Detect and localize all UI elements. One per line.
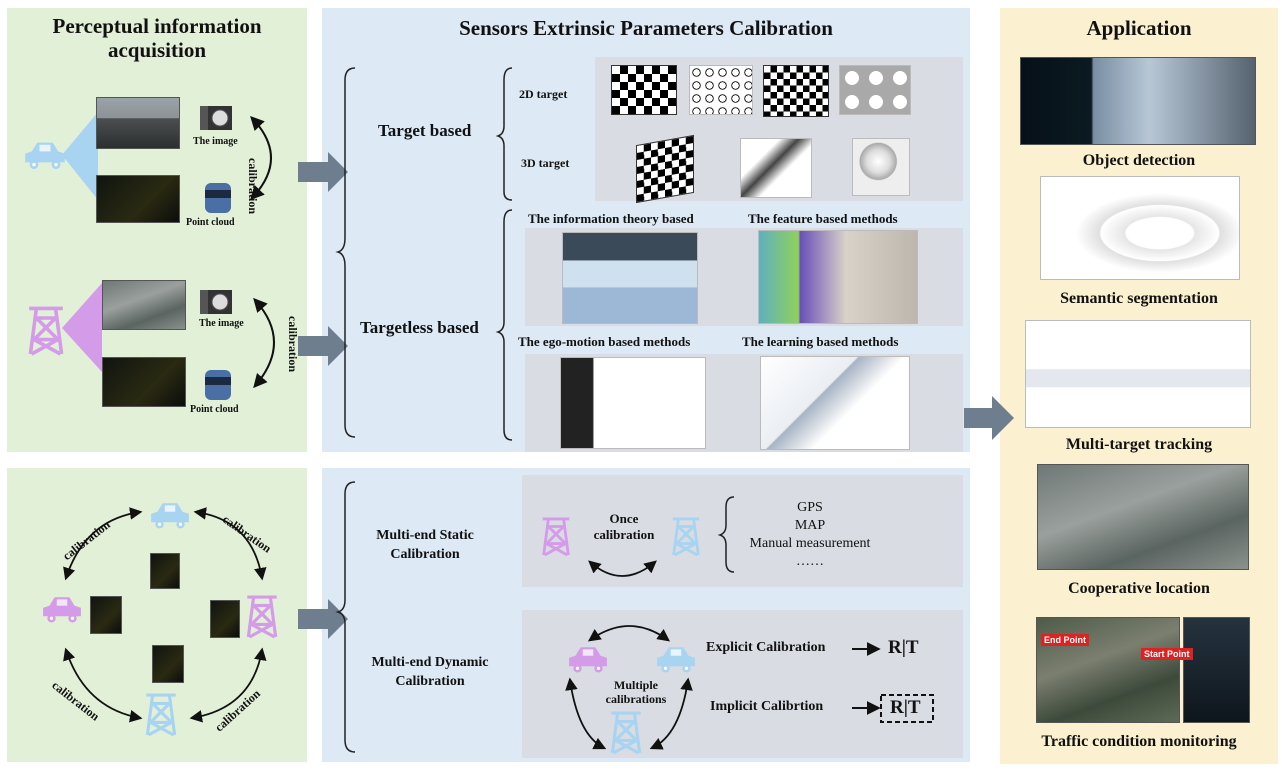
aruco-circle-target (839, 65, 911, 115)
target-brace (495, 67, 513, 201)
multi-end-brace (335, 481, 356, 753)
sources-brace (717, 496, 735, 573)
application-title: Application (1086, 16, 1192, 40)
calibration-arrow-top (250, 115, 272, 201)
app-semantic-segmentation: Semantic segmentation (1060, 290, 1218, 307)
camera-icon-1 (200, 106, 232, 130)
plane-target (740, 138, 812, 198)
camera-image-2 (102, 280, 186, 330)
extrinsic-brace (335, 67, 356, 438)
cooperative-location-image (1037, 464, 1249, 570)
cube-target (636, 134, 694, 204)
arrow-perception-bottom (298, 326, 348, 366)
dynamic-vehicle-left (569, 647, 607, 673)
point-cloud-image-1 (96, 175, 180, 223)
traffic-monitoring-dashboard (1183, 617, 1250, 723)
image-label-2: The image (199, 318, 244, 329)
static-calibration-title: Multi-end Static Calibration (376, 528, 474, 562)
camera-image-1 (96, 97, 180, 149)
map-start-point-label: Start Point (1141, 648, 1193, 660)
app-cooperative-location: Cooperative location (1068, 580, 1210, 597)
dynamic-calibration-title: Multi-end Dynamic Calibration (371, 655, 489, 689)
extrinsic-title: Sensors Extrinsic Parameters Calibration (459, 16, 833, 40)
once-calibration-label: Once calibration (593, 511, 655, 543)
lidar-icon-1 (205, 183, 231, 213)
app-multi-target-tracking: Multi-target tracking (1065, 436, 1213, 453)
circle-point-cloud-right (210, 600, 240, 638)
lidar-icon-2 (205, 370, 231, 400)
circle-vehicle-left (43, 597, 81, 623)
learning-based-image (760, 356, 910, 450)
arrow-application (964, 396, 1014, 440)
feature-based-label: The feature based methods (748, 211, 898, 226)
feature-based-image (758, 230, 918, 324)
explicit-rt: R|T (888, 637, 919, 658)
point-cloud-label-2: Point cloud (190, 404, 239, 415)
learning-based-label: The learning based methods (742, 334, 899, 349)
checkerboard-target (611, 65, 677, 115)
source-gps: GPS (797, 500, 823, 515)
object-detection-image (1020, 57, 1256, 145)
image-label-1: The image (193, 136, 238, 147)
circle-vehicle-top (151, 503, 189, 529)
multi-target-tracking-image (1025, 320, 1251, 428)
information-theory-label: The information theory based (528, 211, 694, 226)
circle-point-cloud-left (90, 596, 122, 634)
sphere-target (852, 138, 910, 196)
vehicle-icon (25, 142, 65, 169)
app-object-detection: Object detection (1082, 152, 1196, 169)
calibration-label-bottom: calibration (286, 316, 300, 372)
implicit-rt: R|T (890, 697, 921, 718)
static-tower-right (671, 517, 701, 557)
source-manual: Manual measurement (749, 536, 871, 551)
circle-grid-target (689, 65, 753, 115)
map-end-point-label: End Point (1041, 634, 1089, 646)
multiple-calibrations-label: Multiple calibrations (605, 678, 667, 707)
calibration-label-top: calibration (246, 158, 260, 214)
ego-motion-image (560, 357, 706, 449)
charuco-target (763, 65, 829, 117)
infrastructure-beam (62, 283, 102, 372)
circle-point-cloud-top (150, 553, 180, 589)
traffic-monitoring-image (1036, 617, 1180, 723)
circle-tower-right (245, 595, 279, 639)
semantic-segmentation-image (1040, 176, 1240, 280)
camera-icon-2 (200, 290, 232, 314)
arrow-perception-top (298, 152, 348, 192)
implicit-dashed-box (880, 694, 934, 723)
source-more: …… (796, 554, 824, 569)
dynamic-tower-bottom (609, 711, 643, 755)
tower-icon (27, 306, 65, 356)
target-based-label: Target based (378, 121, 472, 140)
vehicle-beam (62, 112, 98, 200)
arrow-multi-end (298, 599, 348, 639)
static-tower-left (541, 517, 571, 557)
calibration-arrow-bottom (253, 297, 275, 389)
dynamic-vehicle-right (657, 647, 695, 673)
source-map: MAP (794, 518, 826, 533)
implicit-calibration-label: Implicit Calibrtion (710, 699, 824, 714)
targetless-brace (495, 209, 513, 441)
ego-motion-label: The ego-motion based methods (518, 334, 691, 349)
explicit-calibration-label: Explicit Calibration (706, 640, 826, 655)
target-3d-label: 3D target (521, 156, 570, 170)
point-cloud-image-2 (102, 357, 186, 407)
perception-title: Perceptual information acquisition (52, 14, 262, 63)
app-traffic-monitoring: Traffic condition monitoring (1041, 733, 1237, 750)
target-2d-label: 2D target (519, 87, 568, 101)
circle-point-cloud-bottom (152, 645, 184, 683)
circle-tower-bottom (144, 693, 178, 737)
targetless-based-label: Targetless based (360, 318, 479, 337)
information-theory-image (562, 232, 698, 324)
static-arrow (588, 560, 657, 577)
point-cloud-label-1: Point cloud (186, 217, 235, 228)
